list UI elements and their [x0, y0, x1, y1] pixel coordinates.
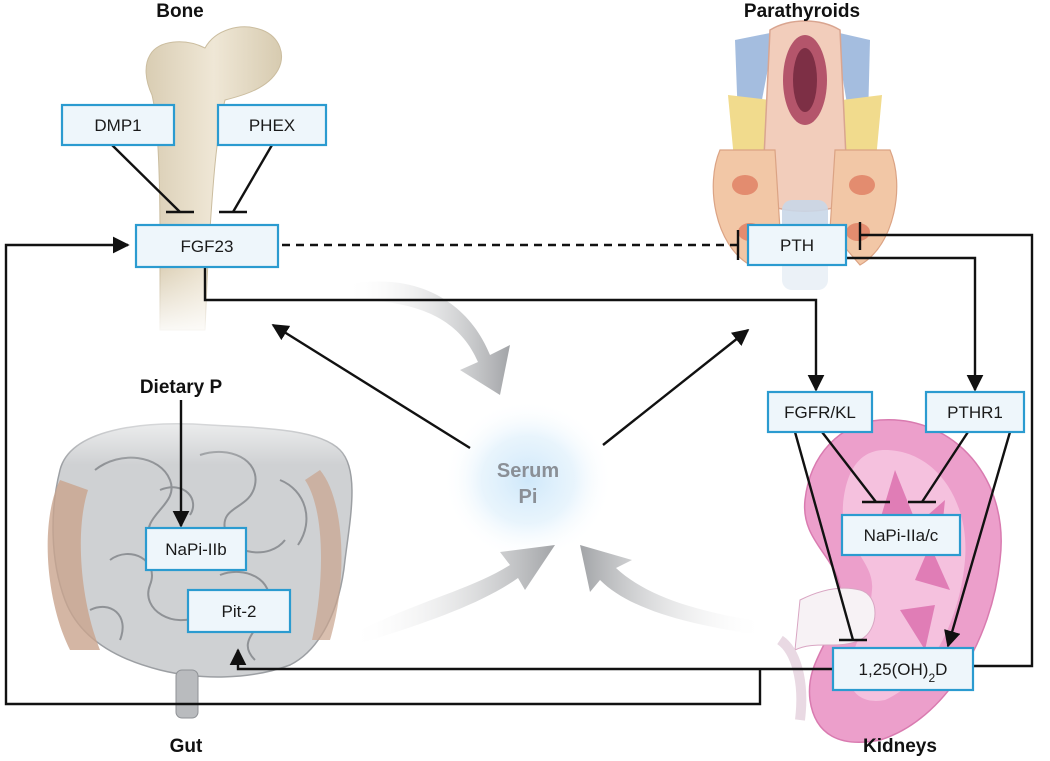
box-pthr1: PTHR1: [924, 390, 1026, 434]
box-calcitriol: 1,25(OH)2D: [831, 646, 975, 692]
serum-label: Serum: [497, 460, 559, 482]
napi-iiac-label: NaPi-IIa/c: [864, 526, 939, 545]
box-phex: PHEX: [216, 103, 328, 147]
bone-illustration: [145, 26, 282, 340]
gut-title: Gut: [170, 736, 203, 757]
box-dmp1: DMP1: [60, 103, 176, 147]
parathyroid-illustration: [712, 20, 898, 310]
pthr1-label: PTHR1: [947, 403, 1003, 422]
connections: [4, 144, 1034, 706]
large-flow-arrows: [345, 281, 765, 645]
pi-label: Pi: [519, 486, 538, 508]
fgf23-label: FGF23: [181, 237, 234, 256]
gut-to-serum-big-arrow: [350, 545, 555, 645]
napi-iib-label: NaPi-IIb: [165, 540, 226, 559]
fgfr-kl-label: FGFR/KL: [784, 403, 856, 422]
bone-to-serum-big-arrow: [345, 281, 510, 395]
kidneys-title: Kidneys: [863, 736, 937, 757]
pit2-label: Pit-2: [222, 602, 257, 621]
box-fgfr-kl: FGFR/KL: [766, 390, 874, 434]
bone-title: Bone: [156, 1, 204, 22]
box-fgf23: FGF23: [134, 223, 280, 269]
dietary-p-label: Dietary P: [140, 377, 223, 398]
box-napi-iib: NaPi-IIb: [144, 526, 248, 572]
parathyroids-title: Parathyroids: [744, 1, 860, 22]
box-pth: PTH: [746, 223, 848, 267]
phex-label: PHEX: [249, 116, 295, 135]
box-pit2: Pit-2: [186, 588, 292, 634]
pth-label: PTH: [780, 236, 814, 255]
kidney-to-serum-big-arrow: [580, 545, 765, 635]
box-napi-iiac: NaPi-IIa/c: [840, 513, 962, 557]
serum-pi-node: Serum Pi: [443, 400, 613, 560]
dmp1-label: DMP1: [94, 116, 141, 135]
calcitriol-label: 1,25(OH)2D: [859, 660, 948, 685]
